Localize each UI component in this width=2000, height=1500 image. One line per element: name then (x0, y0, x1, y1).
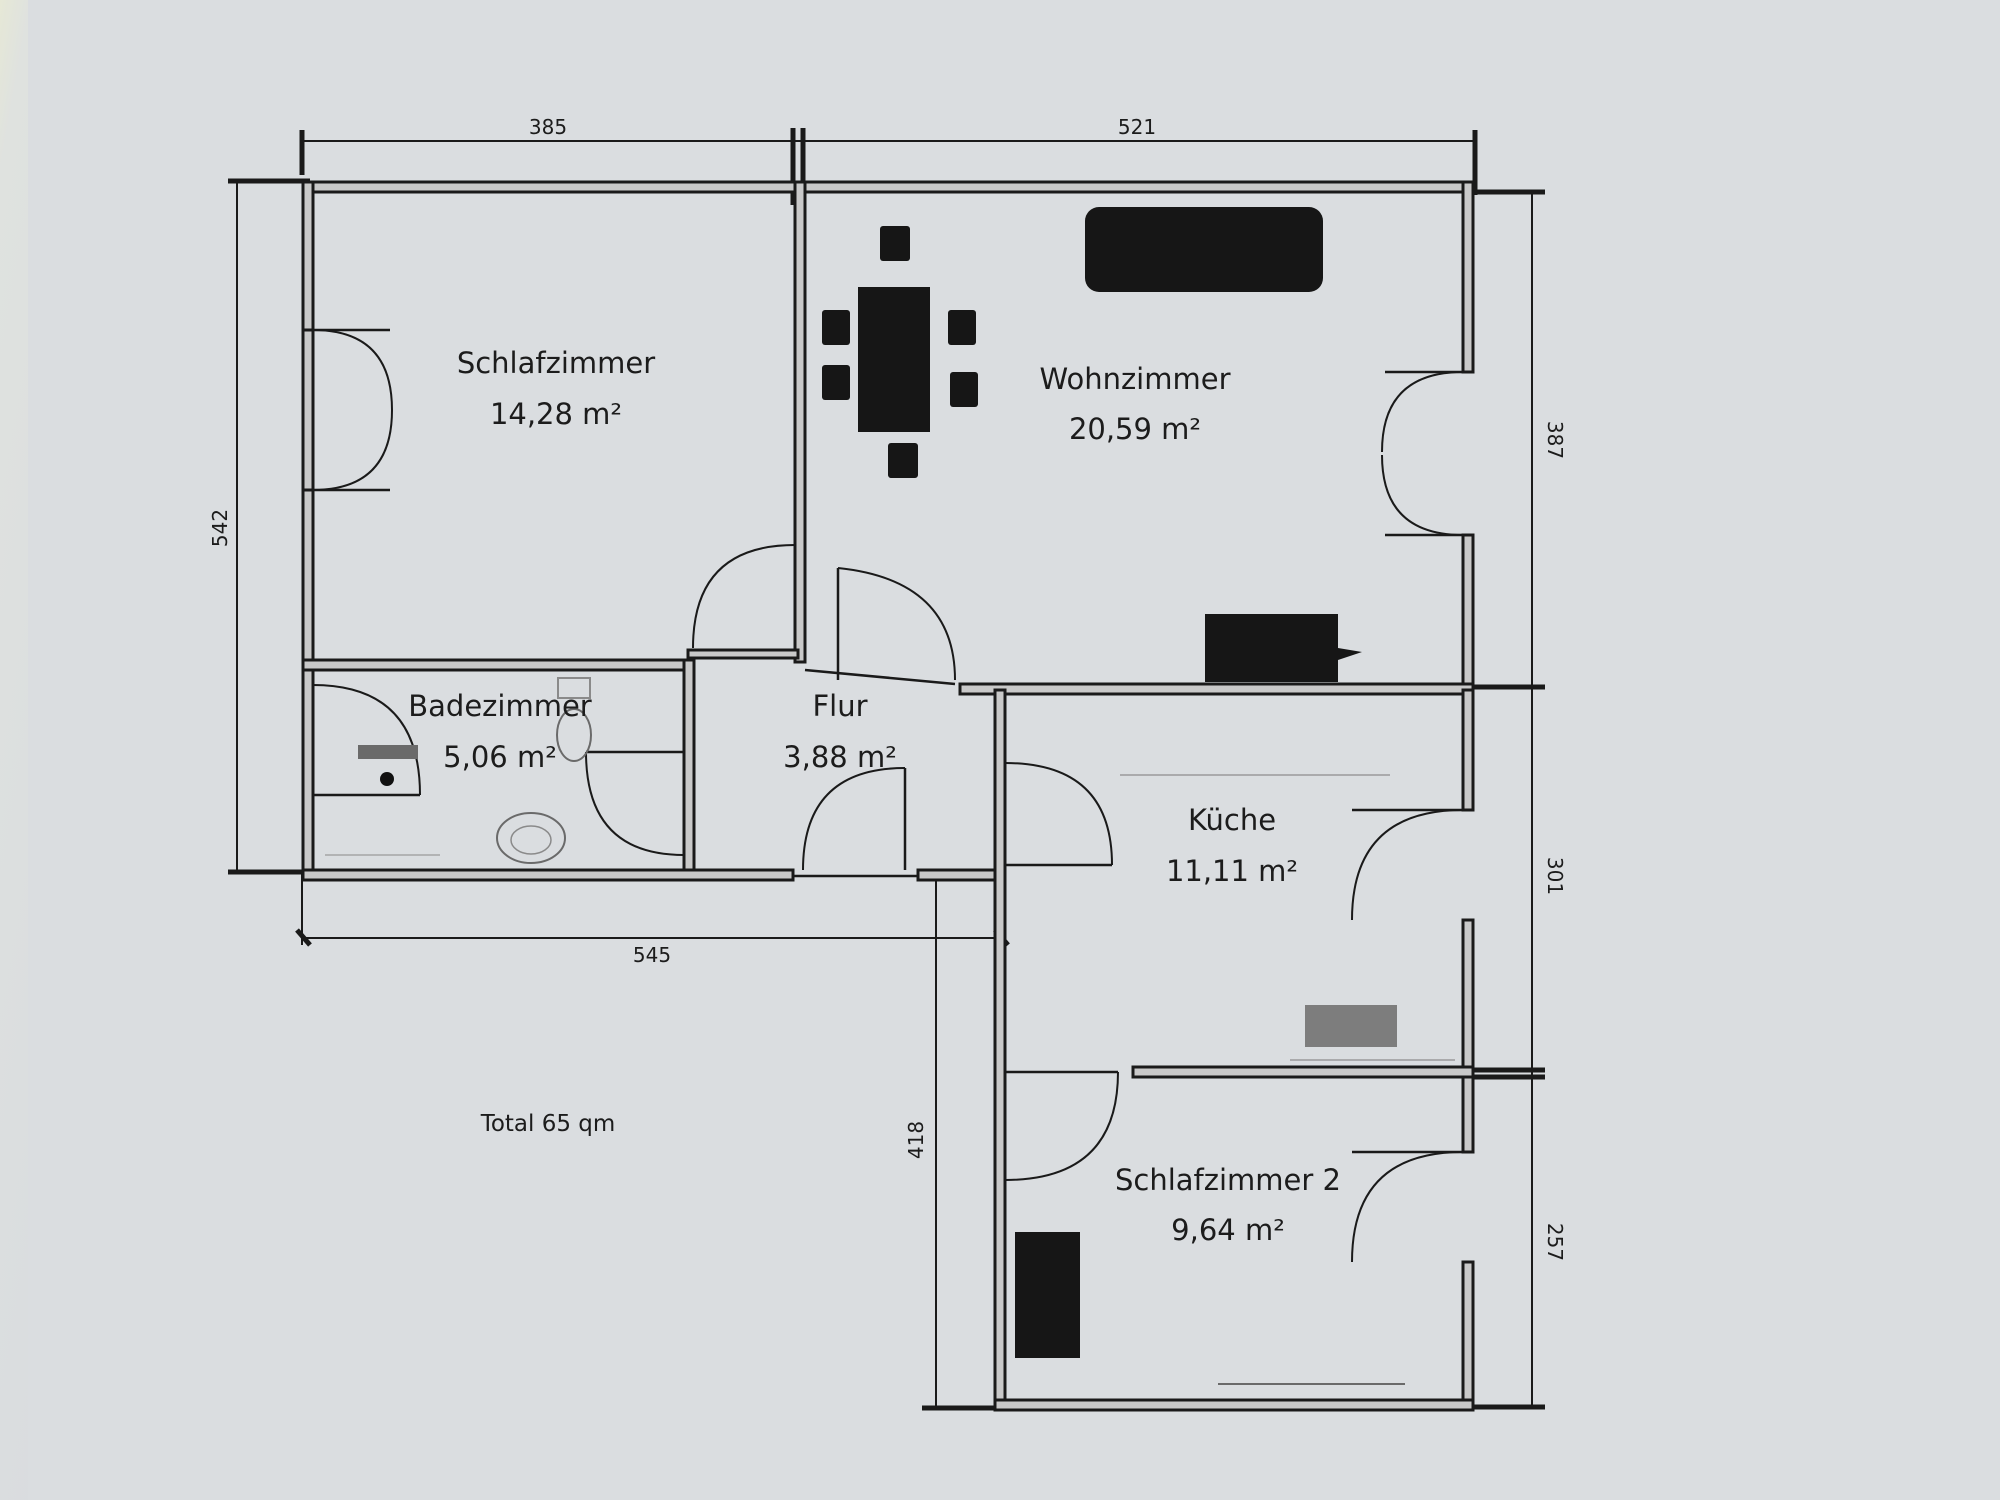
dim-left: 542 (208, 509, 232, 547)
chair-icon (822, 310, 850, 345)
chair-icon (888, 443, 918, 478)
furniture (325, 207, 1455, 1385)
chair-icon (822, 365, 850, 400)
dim-right-upper: 387 (1543, 421, 1567, 459)
doors (312, 328, 1464, 1263)
dim-bottom-left: 545 (633, 943, 671, 967)
tv-stand-icon (1205, 614, 1338, 682)
bathtub-fixture-icon (358, 745, 418, 759)
dim-lower-left: 418 (904, 1121, 928, 1159)
chair-icon (880, 226, 910, 261)
toilet-icon (556, 708, 592, 762)
dim-right-lower: 257 (1543, 1223, 1567, 1261)
dining-table (858, 287, 930, 432)
room-name-schlafzimmer: Schlafzimmer (457, 346, 655, 380)
room-area-schlafzimmer-2: 9,64 m² (1171, 1213, 1285, 1247)
room-name-wohnzimmer: Wohnzimmer (1039, 362, 1230, 396)
dim-top-right: 521 (1118, 115, 1156, 139)
sink-icon (496, 812, 566, 864)
dim-right-middle: 301 (1543, 857, 1567, 895)
room-name-kueche: Küche (1188, 803, 1276, 837)
walls (301, 180, 1475, 1412)
sofa-icon (1085, 207, 1323, 292)
room-area-badezimmer: 5,06 m² (443, 740, 557, 774)
dim-top-left: 385 (529, 115, 567, 139)
room-area-flur: 3,88 m² (783, 740, 897, 774)
room-area-kueche: 11,11 m² (1166, 854, 1298, 888)
room-area-wohnzimmer: 20,59 m² (1069, 412, 1201, 446)
room-name-flur: Flur (812, 689, 867, 723)
wardrobe-icon (1015, 1232, 1080, 1358)
drain-icon (380, 772, 394, 786)
chair-icon (948, 310, 976, 345)
chair-icon (950, 372, 978, 407)
paper-sheet (28, 0, 2000, 1500)
room-name-schlafzimmer-2: Schlafzimmer 2 (1115, 1163, 1341, 1197)
stove-icon (1305, 1005, 1397, 1047)
total-area-label: Total 65 qm (480, 1111, 616, 1137)
room-name-badezimmer: Badezimmer (408, 689, 592, 723)
room-area-schlafzimmer: 14,28 m² (490, 397, 622, 431)
